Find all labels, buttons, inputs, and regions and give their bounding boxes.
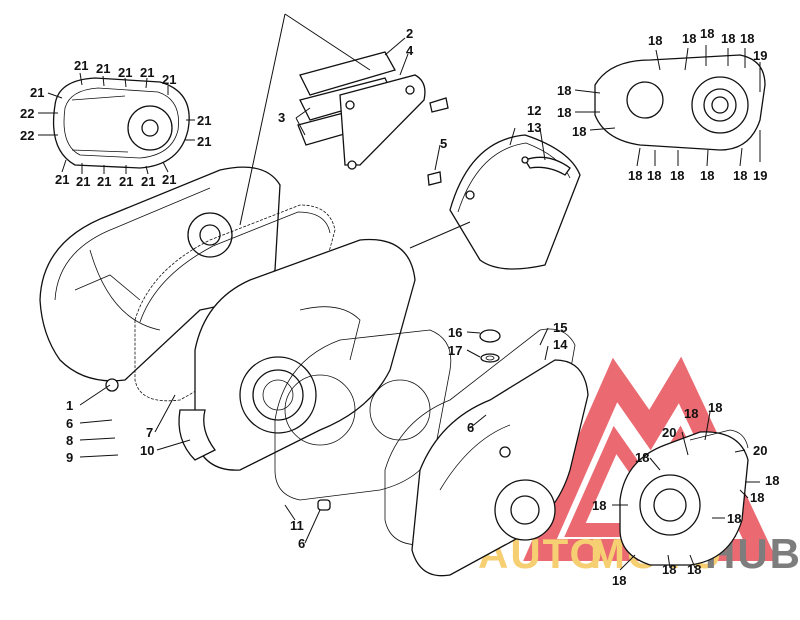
callout-22: 22: [20, 106, 34, 121]
callout-9: 9: [66, 450, 73, 465]
callout-22: 22: [20, 128, 34, 143]
callout-18: 18: [612, 573, 626, 588]
callout-18: 18: [740, 31, 754, 46]
callout-21: 21: [197, 134, 211, 149]
callout-21: 21: [141, 174, 155, 189]
callout-numbers: 21 21 21 21 21 21 22 22 21 21 21 21 21 2…: [20, 26, 779, 588]
callout-18: 18: [750, 490, 764, 505]
reed-plate-assembly: [297, 51, 449, 186]
starter-cover: [619, 429, 749, 566]
callout-18: 18: [687, 562, 701, 577]
clutch-cover-gasket: [134, 204, 336, 402]
callout-21: 21: [30, 85, 44, 100]
callout-21: 21: [96, 61, 110, 76]
case-gasket: [274, 329, 452, 501]
callout-18: 18: [557, 83, 571, 98]
callout-18: 18: [647, 168, 661, 183]
callout-18: 18: [592, 498, 606, 513]
callout-7: 7: [146, 425, 153, 440]
callout-21: 21: [118, 65, 132, 80]
callout-18: 18: [684, 406, 698, 421]
callout-21: 21: [197, 113, 211, 128]
callout-17: 17: [448, 343, 462, 358]
callout-6: 6: [298, 536, 305, 551]
callout-6: 6: [66, 416, 73, 431]
pto-cover-bolts: [574, 45, 761, 167]
callout-15: 15: [553, 320, 567, 335]
callout-18: 18: [557, 105, 571, 120]
callout-20: 20: [753, 443, 767, 458]
callout-21: 21: [119, 174, 133, 189]
drive-cover-outer: [52, 77, 190, 169]
callout-18: 18: [572, 124, 586, 139]
air-duct-housing: [449, 134, 581, 270]
callout-5: 5: [440, 136, 447, 151]
callout-21: 21: [74, 58, 88, 73]
callout-19: 19: [753, 168, 767, 183]
callout-6: 6: [467, 420, 474, 435]
drive-cover-bolts: [38, 72, 195, 175]
callout-13: 13: [527, 120, 541, 135]
callout-18: 18: [648, 33, 662, 48]
callout-19: 19: [753, 48, 767, 63]
callout-2: 2: [406, 26, 413, 41]
callout-18: 18: [682, 31, 696, 46]
callout-18: 18: [700, 168, 714, 183]
callout-8: 8: [66, 433, 73, 448]
callout-21: 21: [55, 172, 69, 187]
callout-21: 21: [97, 174, 111, 189]
pto-cover: [594, 54, 766, 151]
callout-16: 16: [448, 325, 462, 340]
callout-14: 14: [553, 337, 568, 352]
callout-18: 18: [662, 562, 676, 577]
callout-18: 18: [765, 473, 779, 488]
oil-filler-plug: [479, 329, 501, 363]
callout-21: 21: [162, 172, 176, 187]
callout-18: 18: [733, 168, 747, 183]
inner-clutch-case: [39, 166, 281, 392]
leader-lines: [79, 13, 760, 571]
callout-18: 18: [628, 168, 642, 183]
callout-10: 10: [140, 443, 154, 458]
callout-18: 18: [635, 450, 649, 465]
callout-20: 20: [662, 425, 676, 440]
callout-21: 21: [162, 72, 176, 87]
callout-18: 18: [721, 31, 735, 46]
center-case-housing: [178, 238, 416, 471]
callout-18: 18: [727, 511, 741, 526]
callout-12: 12: [527, 103, 541, 118]
callout-1: 1: [66, 398, 73, 413]
callout-18: 18: [670, 168, 684, 183]
callout-18: 18: [708, 400, 722, 415]
callout-4: 4: [406, 43, 414, 58]
magneto-cover: [411, 359, 589, 577]
callout-21: 21: [76, 174, 90, 189]
callout-11: 11: [290, 518, 304, 533]
callout-3: 3: [278, 110, 285, 125]
callout-21: 21: [140, 65, 154, 80]
callout-18: 18: [700, 26, 714, 41]
